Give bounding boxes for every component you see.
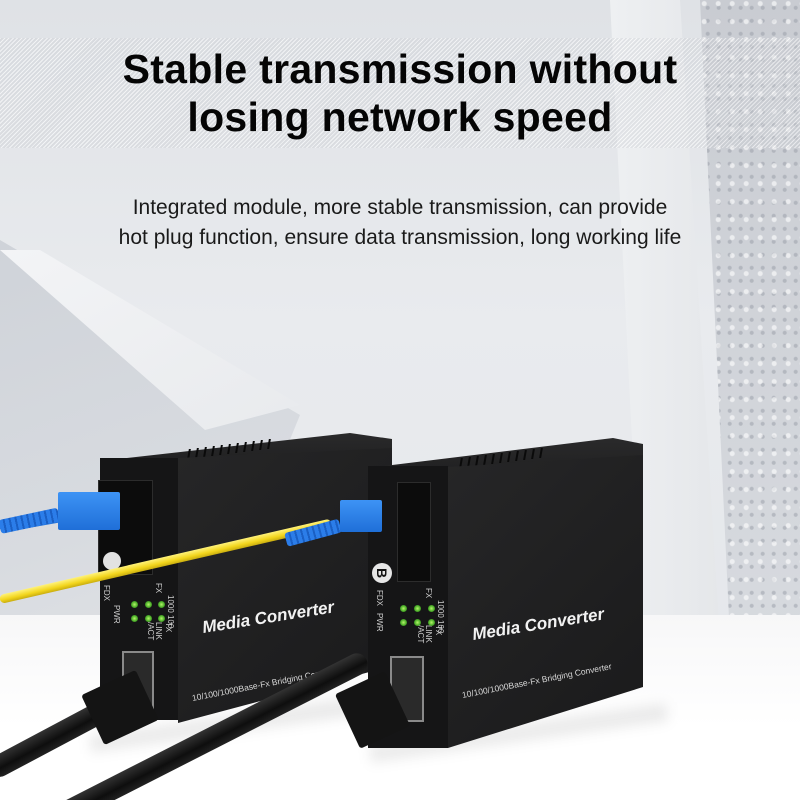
device-b-sc-port bbox=[397, 482, 431, 582]
description-text: Integrated module, more stable transmiss… bbox=[0, 193, 800, 253]
device-a-badge bbox=[103, 552, 121, 570]
device-b-badge: B bbox=[372, 563, 392, 583]
fdx-label: FDX bbox=[375, 590, 384, 606]
led-indicator bbox=[131, 601, 138, 608]
headline-banner: Stable transmission without losing netwo… bbox=[0, 38, 800, 148]
led-indicator bbox=[428, 605, 435, 612]
led-indicator bbox=[158, 601, 165, 608]
link-label: LINK bbox=[424, 625, 433, 643]
pwr-label: PWR bbox=[375, 613, 384, 632]
description-line-2: hot plug function, ensure data transmiss… bbox=[118, 226, 682, 249]
link-label: LINK bbox=[154, 622, 163, 640]
led-indicator bbox=[158, 615, 165, 622]
act-label: /ACT bbox=[416, 625, 425, 644]
led-indicator bbox=[428, 619, 435, 626]
headline-line-1: Stable transmission without bbox=[122, 46, 678, 92]
tx-label: TX bbox=[434, 625, 443, 636]
led-indicator bbox=[400, 605, 407, 612]
led-indicator bbox=[414, 619, 421, 626]
sc-connector-b bbox=[340, 500, 382, 532]
fx-label: FX bbox=[154, 583, 163, 594]
sc-connector-a bbox=[58, 492, 120, 530]
speed-label: 1000 100 bbox=[166, 595, 175, 629]
speed-label: 1000 100 bbox=[436, 600, 445, 634]
tx-label: TX bbox=[164, 622, 173, 633]
pwr-label: PWR bbox=[112, 605, 121, 624]
led-indicator bbox=[145, 601, 152, 608]
led-indicator bbox=[400, 619, 407, 626]
led-indicator bbox=[414, 605, 421, 612]
fx-label: FX bbox=[424, 588, 433, 599]
description-line-1: Integrated module, more stable transmiss… bbox=[132, 196, 668, 219]
act-label: /ACT bbox=[146, 622, 155, 641]
fdx-label: FDX bbox=[102, 585, 111, 601]
headline-line-2: losing network speed bbox=[187, 94, 613, 140]
led-indicator bbox=[131, 615, 138, 622]
led-indicator bbox=[145, 615, 152, 622]
